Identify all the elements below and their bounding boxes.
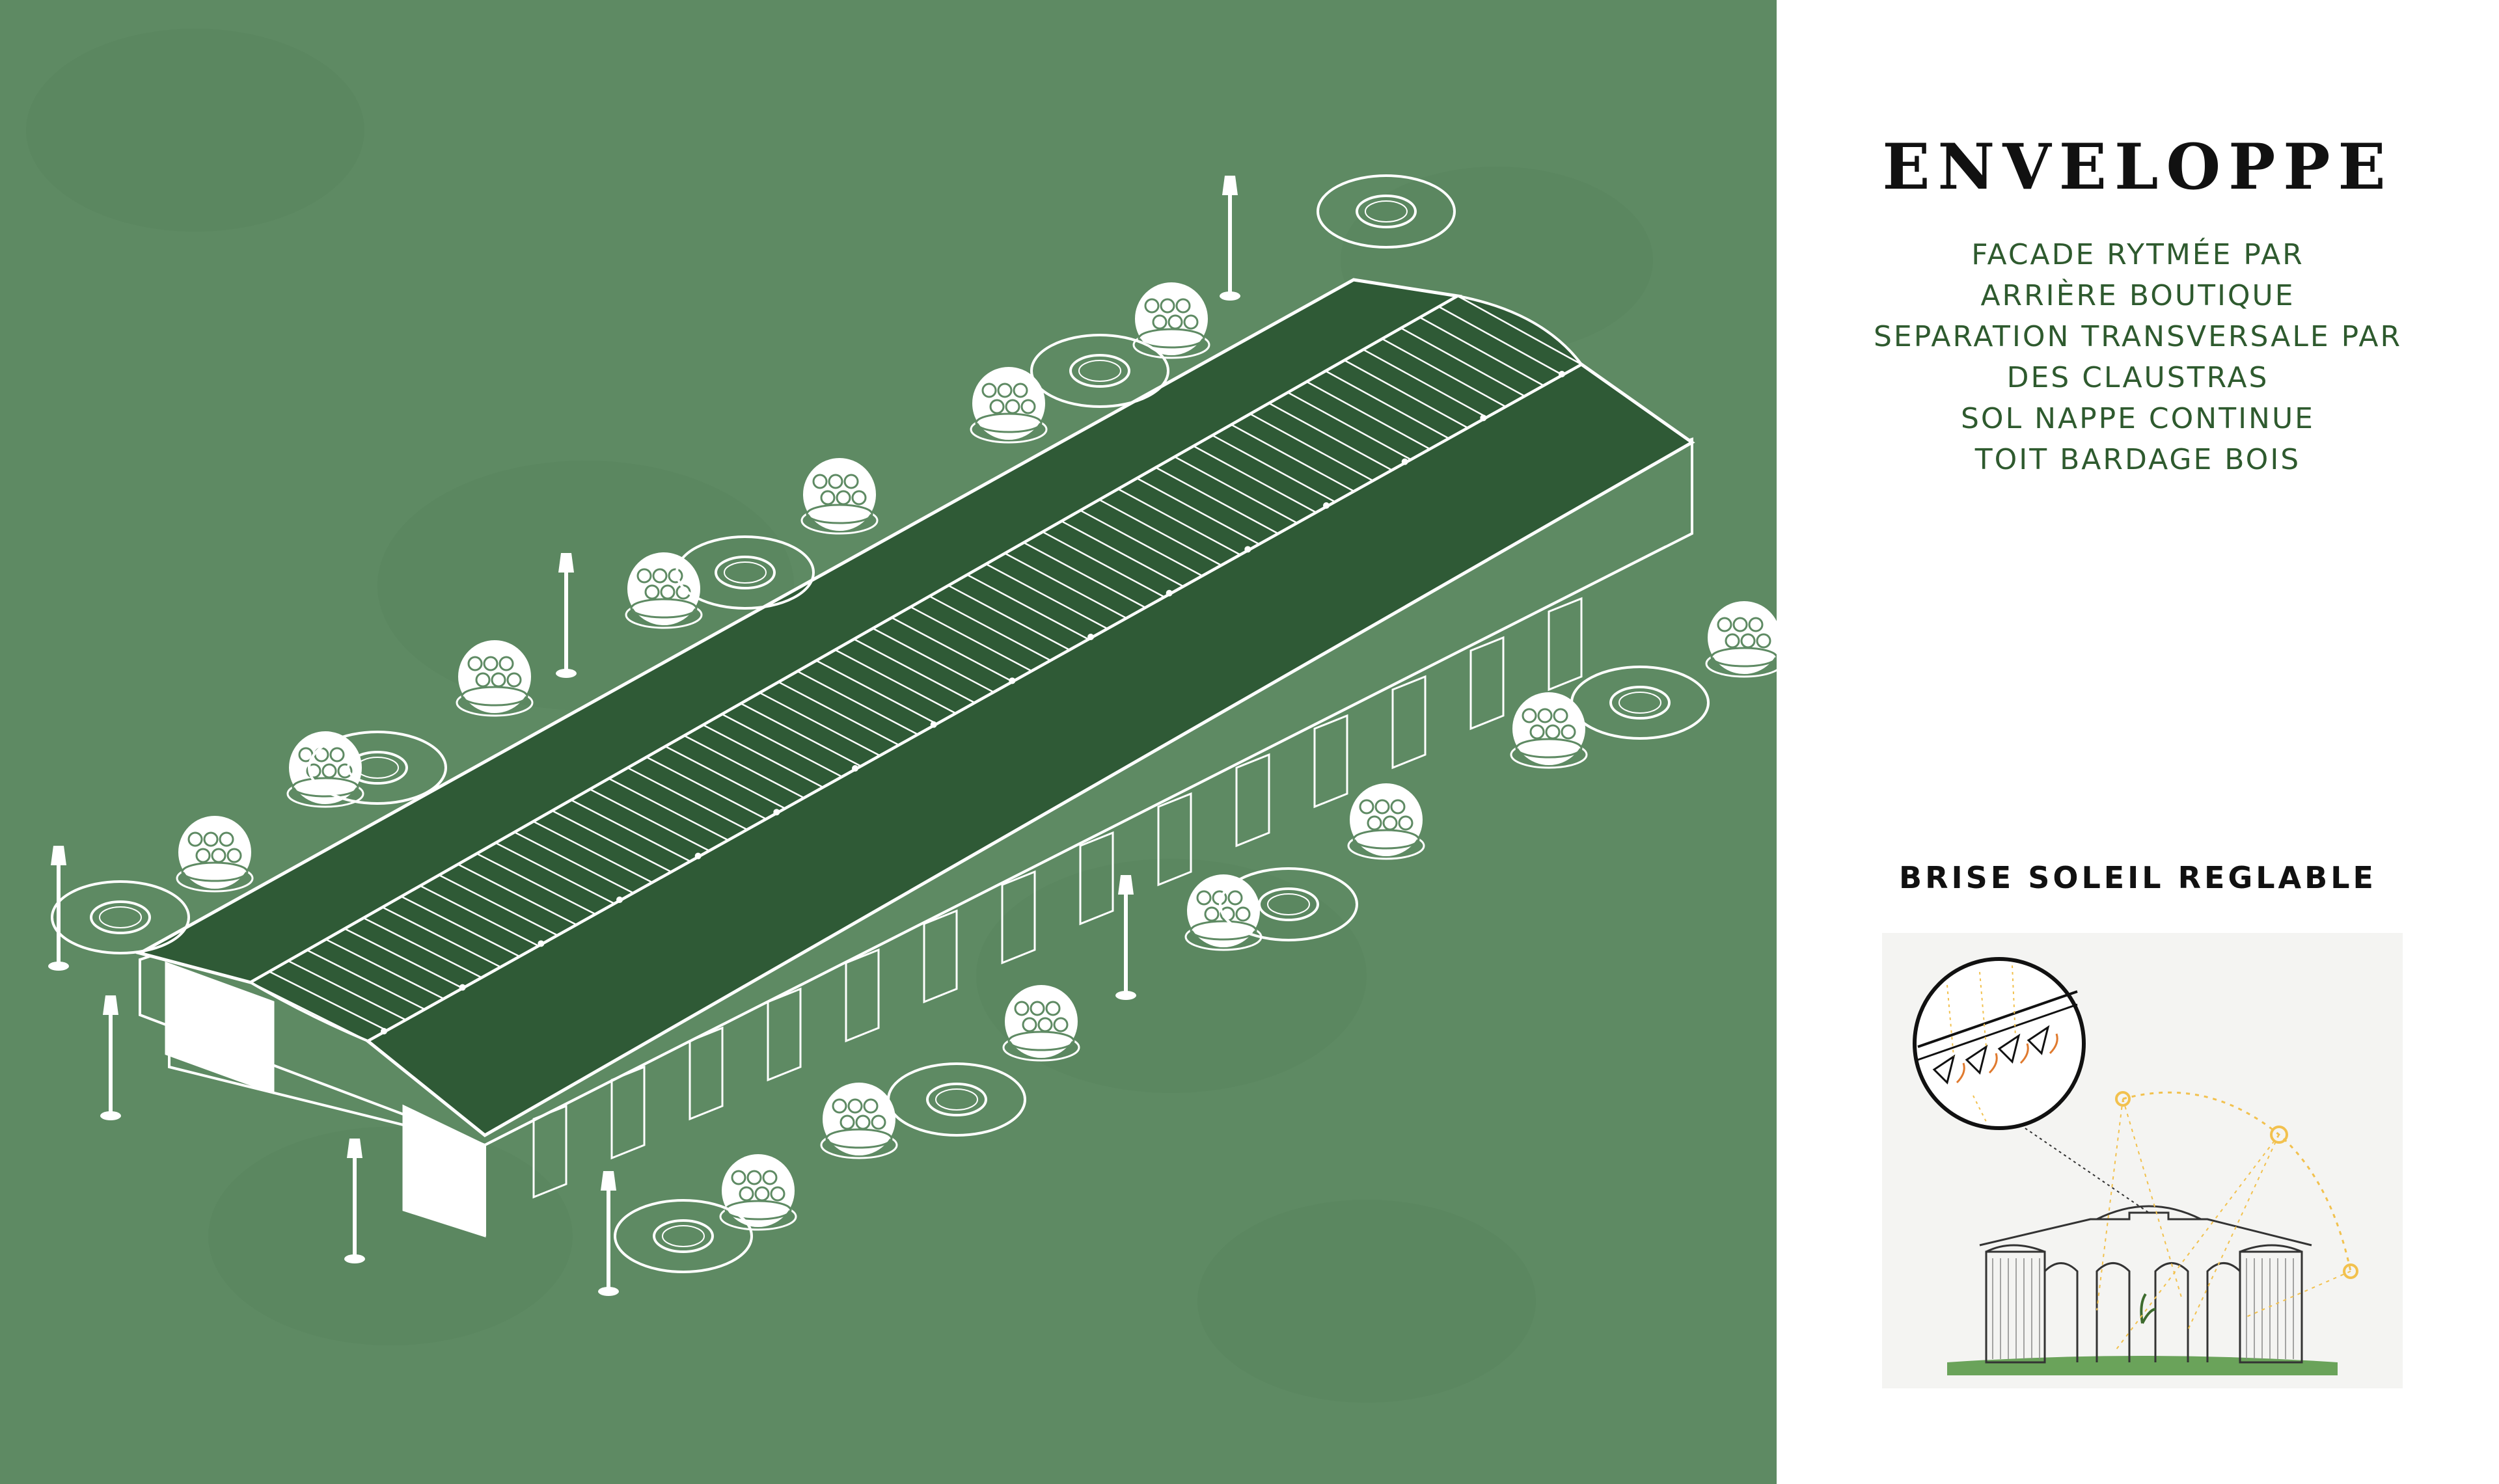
magnified-detail xyxy=(1913,957,2086,1130)
tree-icon xyxy=(1132,282,1210,359)
round-bench-icon xyxy=(887,1062,1026,1137)
description-line: ARRIÈRE BOUTIQUE xyxy=(1980,279,2295,312)
round-bench-icon xyxy=(1219,867,1358,941)
street-lamp-icon xyxy=(344,1139,365,1263)
street-lamp-icon xyxy=(1220,176,1240,301)
description-line: SOL NAPPE CONTINUE xyxy=(1961,402,2315,435)
street-lamp-icon xyxy=(556,553,577,678)
description-line: FACADE RYTMÉE PAR xyxy=(1971,238,2304,271)
tree-icon xyxy=(719,1154,797,1231)
sunshade-section-drawing xyxy=(1913,957,2358,1375)
tree-icon xyxy=(970,367,1048,444)
info-panel: ENVELOPPE FACADE RYTMÉE PAR ARRIÈRE BOUT… xyxy=(1777,0,2499,1484)
end-wall xyxy=(402,1104,486,1238)
round-bench-icon xyxy=(1317,174,1456,249)
sun-rays xyxy=(2096,1098,2351,1350)
description-line: SEPARATION TRANSVERSALE PAR xyxy=(1873,320,2403,353)
tree-icon xyxy=(286,731,364,808)
tree-icon xyxy=(1510,692,1588,769)
sun-path xyxy=(2122,1091,2352,1272)
detail-leader xyxy=(2015,1121,2150,1213)
tree-icon xyxy=(1705,601,1777,678)
round-bench-icon xyxy=(676,535,815,610)
market-hall xyxy=(135,278,1695,1238)
tree-icon xyxy=(800,458,879,535)
tree-icon xyxy=(820,1083,898,1159)
round-bench-icon xyxy=(308,731,447,805)
round-bench-icon xyxy=(614,1199,753,1273)
sun-icon xyxy=(2270,1126,2288,1144)
tree-icon xyxy=(1184,874,1263,951)
description-line: TOIT BARDAGE BOIS xyxy=(1974,443,2301,476)
page-title: ENVELOPPE xyxy=(1882,130,2394,204)
roof-studs xyxy=(381,371,1565,1034)
facade-openings xyxy=(532,597,1583,1199)
sun-icon xyxy=(2115,1091,2131,1107)
plant-icon xyxy=(2140,1293,2156,1324)
street-lamp-icon xyxy=(598,1171,619,1296)
sunshade-section-figure xyxy=(1882,933,2403,1388)
description-line: DES CLAUSTRAS xyxy=(2006,361,2269,394)
tree-icon xyxy=(456,640,534,717)
axonometric-drawing-panel xyxy=(0,0,1777,1484)
ground xyxy=(1947,1356,2338,1375)
street-lamp-icon xyxy=(48,846,69,971)
tree-icon xyxy=(1002,985,1080,1062)
tree-icon xyxy=(176,816,254,893)
street-lamp-icon xyxy=(1115,875,1136,1000)
end-wall xyxy=(165,961,275,1095)
detail-title: BRISE SOLEIL REGLABLE xyxy=(1899,860,2377,895)
round-bench-icon xyxy=(51,880,190,954)
tree-icon xyxy=(1347,783,1425,860)
axonometric-market-hall xyxy=(48,174,1777,1296)
street-lamp-icon xyxy=(100,995,121,1120)
tree-icon xyxy=(625,552,703,629)
cladding-hatch xyxy=(1992,1258,2294,1359)
hall-section xyxy=(1979,1205,2312,1364)
skylight-ribs xyxy=(250,295,1582,1042)
round-bench-icon xyxy=(1570,666,1710,740)
round-bench-icon xyxy=(1030,334,1169,408)
description-list: FACADE RYTMÉE PAR ARRIÈRE BOUTIQUE SEPAR… xyxy=(1777,234,2499,480)
sun-icon xyxy=(2343,1263,2358,1279)
